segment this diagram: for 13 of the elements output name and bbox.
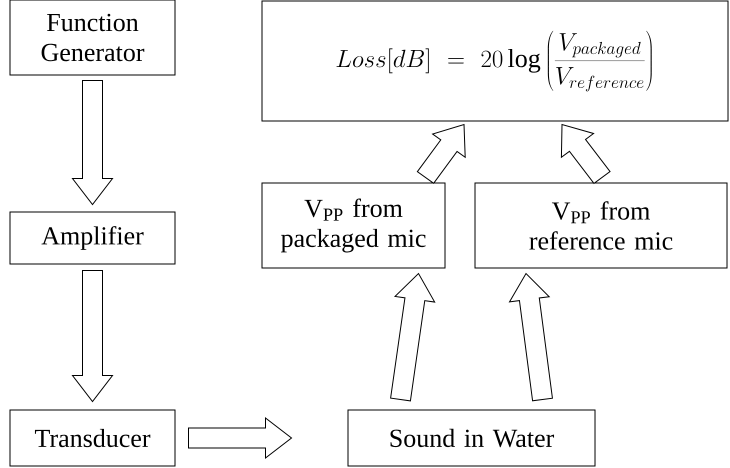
block-arrow xyxy=(71,80,114,206)
process-box: Transducer xyxy=(10,410,176,466)
block-arrow xyxy=(416,124,466,184)
block-arrow xyxy=(188,416,292,460)
process-box: Function Generator xyxy=(10,0,176,76)
process-box: V$_{PP}$ from reference mic xyxy=(474,182,728,268)
process-box: $Loss[dB]=20\log\left(\frac{V_{packaged}}{V_{reference}}\right)$ xyxy=(262,0,728,122)
process-box: V$_{PP}$ from packaged mic xyxy=(262,182,446,268)
block-arrow xyxy=(508,272,553,402)
block-arrow xyxy=(390,272,436,402)
process-box: Amplifier xyxy=(10,212,176,264)
block-arrow xyxy=(71,270,114,402)
process-box: Sound in Water xyxy=(348,410,596,466)
